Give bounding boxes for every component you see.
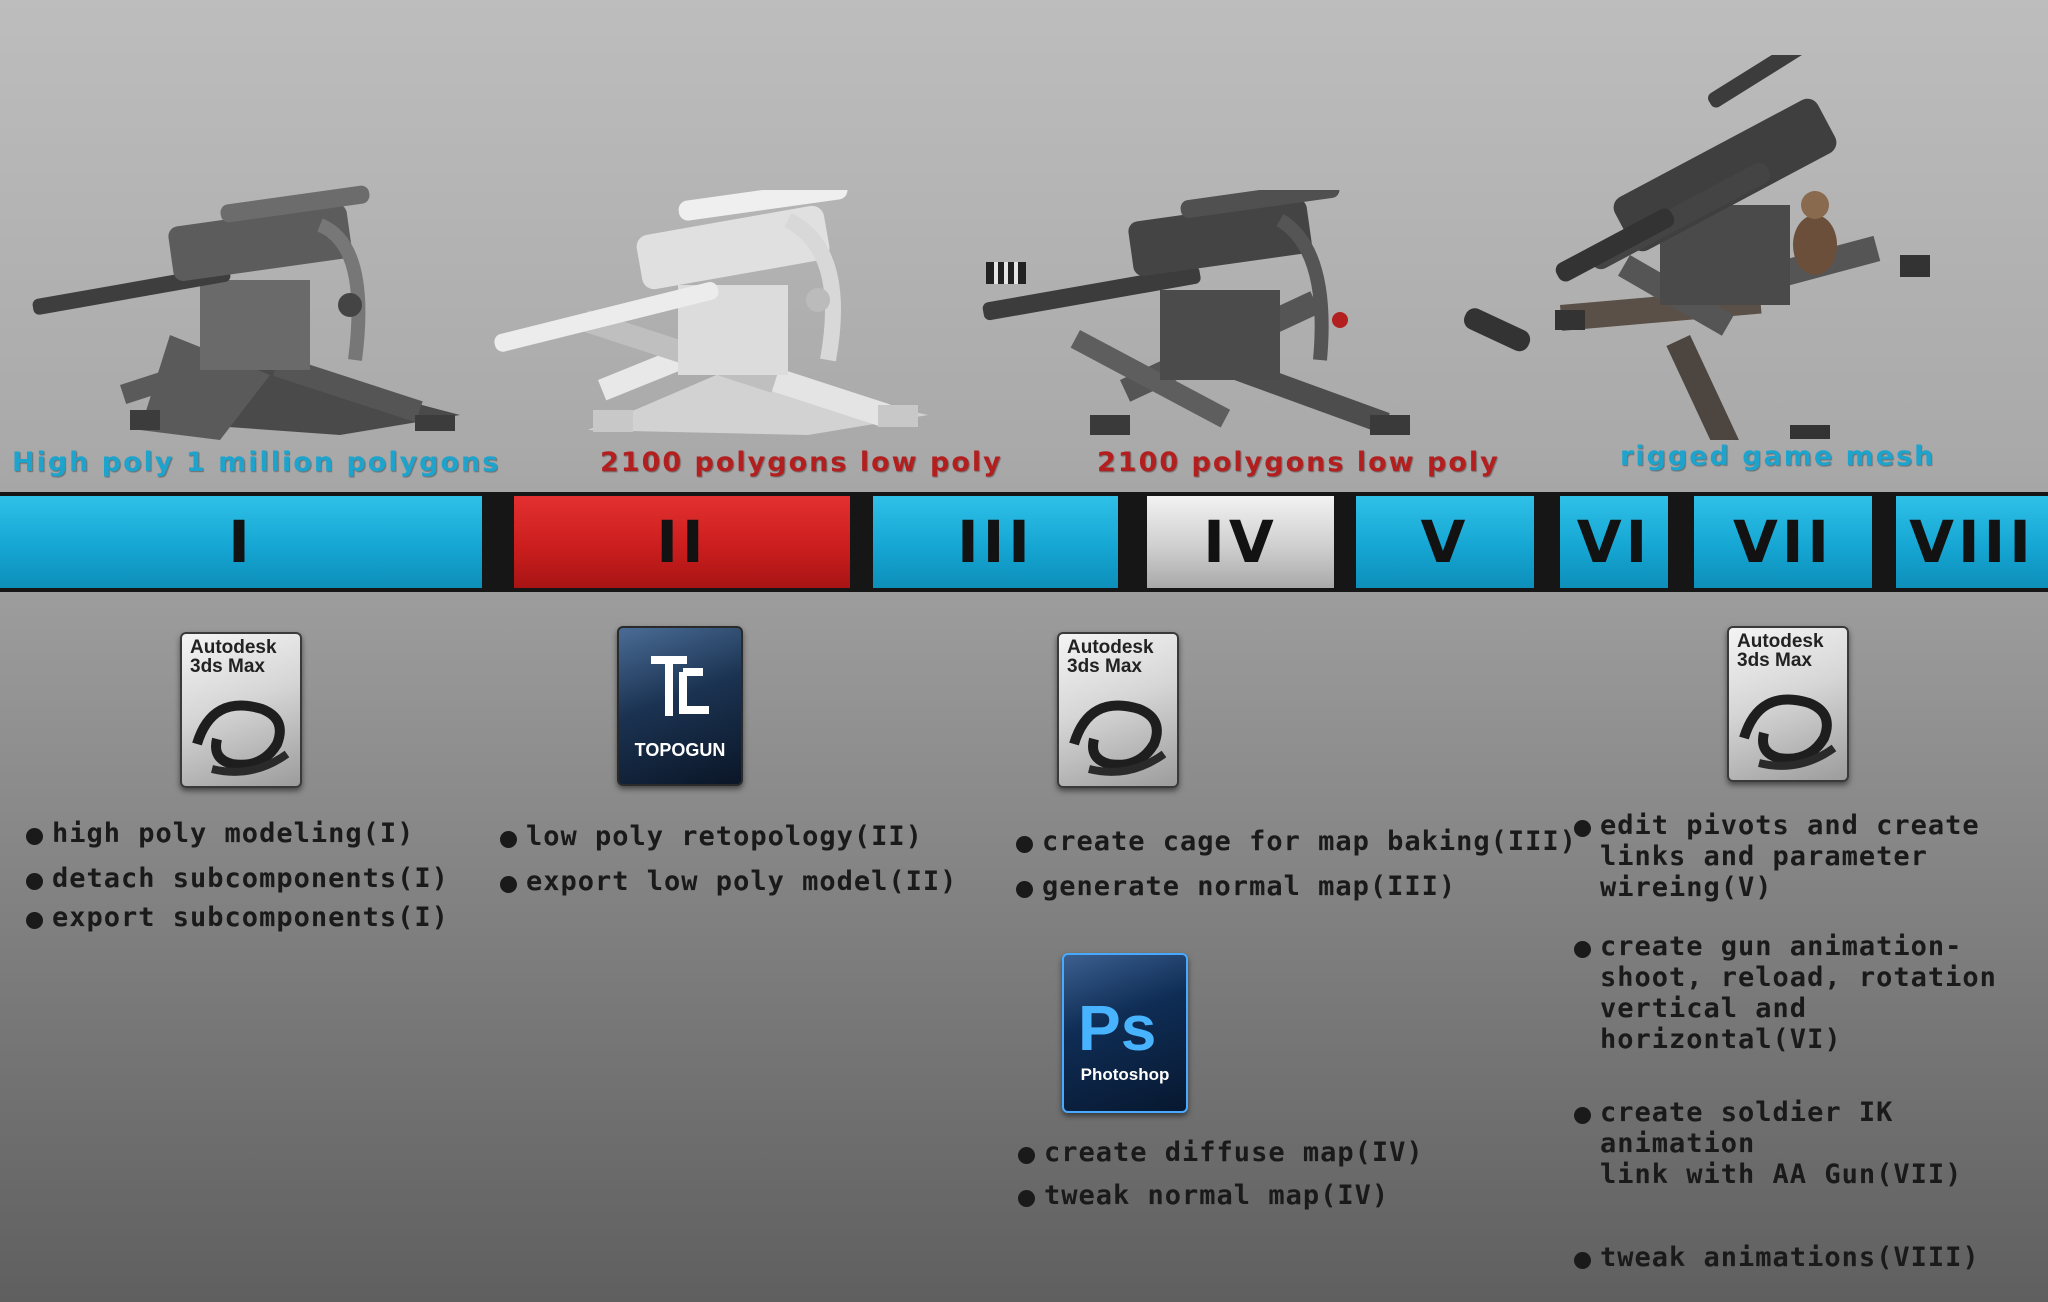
max-brand-line: Autodesk [190,637,277,658]
list-item: create diffuse map(IV) [1018,1137,1424,1168]
gun-low-poly-untextured-image [488,190,958,440]
photoshop-mark: Ps [1078,992,1157,1064]
list-item: create cage for map baking(III) [1016,826,1577,857]
max-brand-line: Autodesk [1067,637,1154,658]
list-item: create soldier IK animation link with AA… [1574,1097,2048,1190]
stage-ii: II [514,496,850,588]
max-brand-line: Autodesk [1737,631,1824,652]
stage-iv: IV [1147,496,1334,588]
list-item: export subcomponents(I) [26,902,449,933]
list-item: generate normal map(III) [1016,871,1577,902]
stage-viii: VIII [1896,496,2048,588]
caption-low-poly-untextured: 2100 polygons low poly [600,447,1003,478]
list-item: create gun animation- shoot, reload, rot… [1574,931,2048,1055]
gun-rigged-game-mesh-image [1460,55,1960,440]
list-item: tweak normal map(IV) [1018,1180,1424,1211]
stage-i: I [0,496,482,588]
gun-high-poly-image [20,185,480,445]
photoshop-icon: Ps Photoshop [1062,953,1188,1113]
task-list-stage-i: high poly modeling(I) detach subcomponen… [26,818,449,933]
stage-iii: III [873,496,1118,588]
stage-vi: VI [1560,496,1668,588]
max-product-line: 3ds Max [190,656,265,677]
3ds-max-logo-swirl [1069,700,1167,776]
stage-timeline-bar: I II III IV V VI VII VIII [0,492,2048,592]
topogun-logo-mark [651,656,709,716]
task-list-stage-iv: create diffuse map(IV) tweak normal map(… [1018,1137,1424,1211]
list-item: tweak animations(VIII) [1574,1242,2048,1273]
stage-vii: VII [1694,496,1872,588]
topogun-icon: TOPOGUN [617,626,743,786]
max-product-line: 3ds Max [1737,650,1812,671]
photoshop-label: Photoshop [1080,1065,1170,1084]
caption-low-poly-textured: 2100 polygons low poly [1097,447,1500,478]
task-list-stage-ii: low poly retopology(II) export low poly … [500,821,957,897]
list-item: low poly retopology(II) [500,821,957,852]
caption-rigged-game-mesh: rigged game mesh [1620,441,1936,472]
task-list-stage-iii: create cage for map baking(III) generate… [1016,826,1577,902]
caption-high-poly: High poly 1 million polygons [12,447,501,478]
list-item: edit pivots and create links and paramet… [1574,810,2048,903]
list-item: export low poly model(II) [500,866,957,897]
list-item: high poly modeling(I) [26,818,449,849]
task-list-stages-v-viii: edit pivots and create links and paramet… [1574,810,2048,1273]
max-product-line: 3ds Max [1067,656,1142,677]
3ds-max-logo-swirl [1739,694,1837,770]
list-item: detach subcomponents(I) [26,863,449,894]
stage-v: V [1356,496,1534,588]
gun-low-poly-textured-image [980,190,1440,440]
topogun-label: TOPOGUN [634,740,726,760]
3ds-max-logo-swirl [192,700,290,776]
